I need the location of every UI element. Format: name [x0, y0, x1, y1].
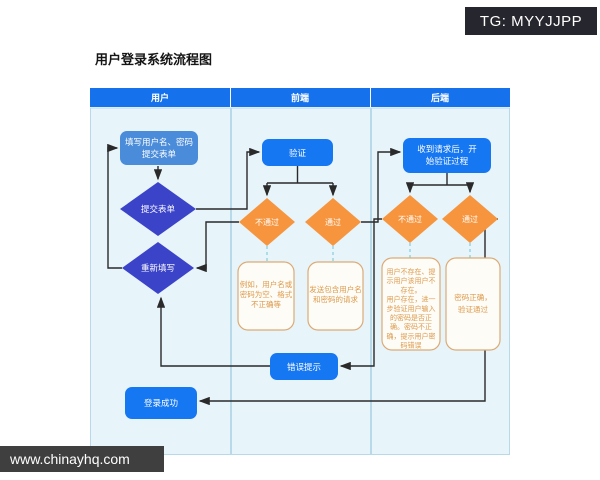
node-front-pass: 通过: [305, 198, 361, 246]
node-verify: 验证: [262, 139, 333, 166]
node-refill-label: 重新填写: [141, 263, 175, 273]
note-back-pass-line1: 密码正确，: [454, 292, 492, 302]
flowchart-svg: 用户 前端 后端 填写用户名、密码 提交表单 提交表单 重新填写 登录成功 验证: [90, 88, 510, 455]
note-front-pass: 发送包含用户名 和密码的请求: [307, 261, 364, 331]
node-login-success: 登录成功: [125, 387, 197, 419]
arrow-backfail-to-error: [339, 218, 382, 371]
node-submit-label: 提交表单: [141, 204, 176, 214]
page-title: 用户登录系统流程图: [95, 52, 213, 67]
arrow-refill-to-fillform: [107, 143, 122, 269]
node-login-success-label: 登录成功: [144, 398, 178, 408]
arrow-error-to-refill: [156, 296, 270, 367]
note-front-fail-line3: 不正确等: [251, 299, 281, 309]
lane-header-frontend: [231, 88, 370, 107]
node-fill-form-line2: 提交表单: [142, 149, 177, 159]
note-back-fail-line2: 示用户该用户不: [387, 276, 436, 285]
node-error-tip-label: 错误提示: [287, 362, 321, 372]
node-refill: 重新填写: [122, 242, 194, 294]
arrow-receive-branch: [410, 173, 470, 186]
flowchart: 用户 前端 后端 填写用户名、密码 提交表单 提交表单 重新填写 登录成功 验证: [90, 88, 510, 460]
note-front-pass-line2: 和密码的请求: [313, 294, 358, 304]
note-back-fail-line7: 确。密码不正: [390, 322, 432, 331]
node-front-fail-label: 不通过: [255, 217, 279, 227]
node-receive-line1: 收到请求后，开: [417, 144, 477, 154]
note-front-fail: 例如，用户名或 密码为空、格式 不正确等: [237, 261, 295, 331]
lane-header-backend: [371, 88, 510, 107]
note-back-fail-line5: 步验证用户输入: [387, 304, 436, 313]
lane-backend-label: 后端: [431, 92, 449, 103]
note-front-pass-line1: 发送包含用户名: [309, 284, 362, 294]
note-back-fail: 用户不存在、提 示用户该用户不 存在。 用户存在，进一 步验证用户输入 的密码是…: [381, 257, 441, 351]
note-back-fail-line9: 码错误: [401, 341, 422, 350]
note-back-pass-line2: 验证通过: [458, 304, 488, 314]
note-back-fail-line1: 用户不存在、提: [387, 267, 436, 276]
arrow-frontpass-to-receive: [361, 147, 402, 223]
arrow-frontfail-to-refill: [195, 221, 239, 273]
node-front-fail: 不通过: [239, 198, 295, 246]
node-error-tip: 错误提示: [270, 353, 338, 380]
node-back-fail: 不通过: [382, 195, 438, 243]
node-receive-line2: 始验证过程: [426, 156, 469, 166]
node-back-pass-label: 通过: [462, 214, 478, 224]
node-verify-label: 验证: [289, 148, 307, 158]
arrow-verify-branch: [267, 166, 333, 184]
node-back-fail-label: 不通过: [398, 214, 422, 224]
note-front-fail-line2: 密码为空、格式: [240, 289, 293, 299]
node-receive-request: 收到请求后，开 始验证过程: [403, 138, 491, 173]
note-back-fail-line4: 用户存在，进一: [387, 295, 436, 304]
lane-user-label: 用户: [150, 92, 169, 103]
node-back-pass: 通过: [442, 195, 498, 243]
lane-frontend-label: 前端: [291, 92, 309, 103]
tg-badge: TG: MYYJJPP: [465, 7, 597, 35]
node-fill-form-line1: 填写用户名、密码: [125, 137, 193, 147]
watermark-text: www.chinayhq.com: [10, 451, 130, 467]
note-back-fail-line6: 的密码是否正: [390, 313, 432, 322]
watermark-bar: www.chinayhq.com: [0, 446, 164, 472]
node-submit-form: 提交表单: [120, 182, 196, 236]
note-front-fail-line1: 例如，用户名或: [240, 279, 293, 289]
node-fill-form: 填写用户名、密码 提交表单: [120, 131, 198, 165]
note-back-fail-line8: 确，提示用户密: [387, 331, 436, 340]
arrow-submit-to-verify: [196, 147, 261, 210]
lane-header-user: [90, 88, 230, 107]
node-front-pass-label: 通过: [325, 217, 341, 227]
note-back-fail-line3: 存在。: [401, 285, 422, 294]
tg-badge-text: TG: MYYJJPP: [479, 12, 583, 30]
note-back-pass: 密码正确， 验证通过: [445, 257, 501, 351]
